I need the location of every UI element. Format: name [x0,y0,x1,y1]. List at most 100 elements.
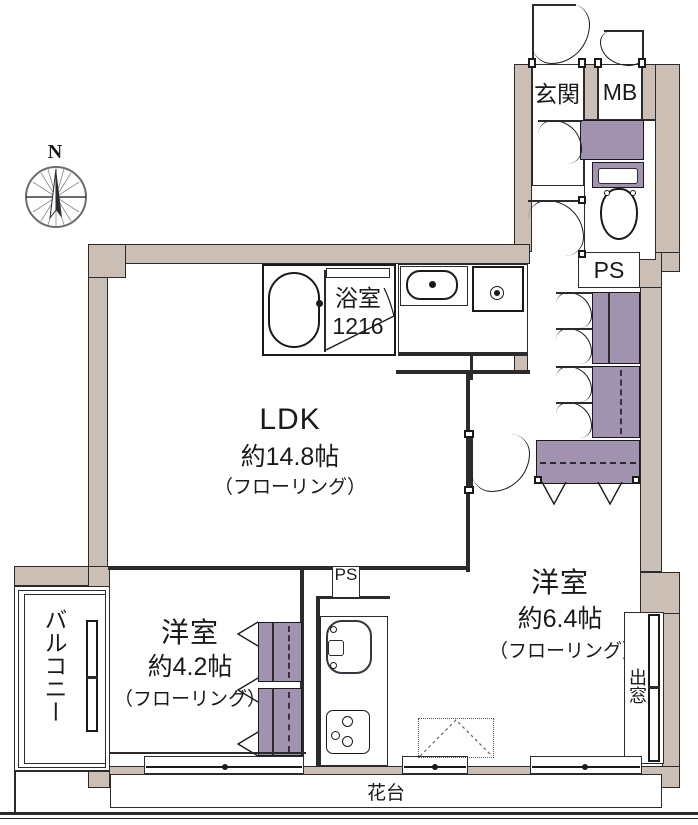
window-ldk-left-marker [222,764,228,770]
compass-rose-icon [26,167,86,227]
toilet-door-leaf [528,200,584,202]
hall-closet-lower-dash [620,370,622,434]
toilet-door-hinge [578,196,586,204]
wall-entry-right [654,64,680,264]
hall-closet-upper [592,292,640,364]
ldk-hall-door-hinge [464,430,474,438]
bedroom-left-closet-upper-divider [272,622,274,682]
entry-closet-door-leaf [538,120,582,122]
washroom-door-slider [470,356,473,380]
bathtub-drain [316,300,323,307]
ldk-hall-door-leaf [470,434,473,492]
partition-left-room-right [300,566,304,766]
bedroom-left-area: 約4.2帖 [147,653,233,681]
bedroom-left-closet-lower [258,688,302,756]
partition-ldk-top [396,370,530,374]
ldk-area-label: 約14.8帖 [240,443,340,471]
ldk-name-label: LDK [259,403,321,436]
balcony-label: バルコニー [41,608,67,723]
ldk-bottom-sill [110,752,306,754]
toilet-door-arc [528,200,584,256]
kitchen-wall-left [316,596,320,766]
meter-box-room [598,64,642,120]
washroom-bottom-edge [398,352,528,355]
bedroom-right-closet-post-r [632,476,640,484]
mb-door-threshold [604,30,644,32]
bedroom-right-area: 約6.4帖 [517,605,603,633]
bay-window-label: 出窓 [627,668,647,704]
kitchen-faucet [330,626,337,633]
hall-closet-lower-leaf1 [556,366,592,368]
bathtub [268,272,320,348]
kitchen-sink-basin [328,640,344,656]
wall-mb-left [584,64,598,120]
bedroom-right-name: 洋室 [530,567,589,598]
washing-machine-drain [490,286,504,300]
meter-box-label: MB [602,79,638,105]
bedroom-left-closet-lower-divider [272,688,274,756]
kitchen-sink-drain [330,662,337,669]
flower-stand-band [110,774,662,808]
mb-door-jamb [638,58,646,68]
bedroom-left-closet-lower-dash [288,692,290,752]
partition-ldk-bottom [300,566,470,570]
window-center-marker [432,764,438,770]
ps-lower-label-p: PS [334,565,358,584]
bedroom-right-closet-post-l [534,476,542,484]
ps-lower-room [332,566,360,598]
ldk-hall-door-arc [472,434,530,492]
bedroom-left-closet-upper-dash [288,626,290,678]
wall-right-upper [640,252,662,572]
balcony-side-line [14,772,16,814]
entry-closet [580,120,644,160]
toilet-bolt-right [630,190,636,196]
toilet-bolt-left [604,190,610,196]
bedroom-right-closet-fold-icon [541,482,623,506]
genkan-label: 玄関 [534,81,580,107]
bath-door-swing [325,287,394,351]
hall-closet-upper-arc1 [556,292,592,328]
ps-upper-label: PS [593,257,625,283]
stove-burner-3 [342,736,353,747]
hall-closet-lower [592,366,640,438]
balcony-door-mullion [86,676,98,679]
window-center-canopy-lines [419,719,493,757]
bedroom-left-floor: （フローリング） [113,689,266,710]
genkan-door-threshold [532,4,576,6]
compass-north-label: N [47,141,63,163]
toilet-tank-inner [598,168,638,184]
stove-burner-1 [342,716,353,727]
bedroom-right-floor: （フローリング） [488,641,641,662]
wall-right-lower [662,612,680,788]
compass-rose: N [14,140,96,236]
ldk-hall-door-jamb [464,486,474,494]
genkan-door-arc [532,4,590,64]
balcony-bottom-line [14,770,110,772]
toilet-bowl [600,188,638,240]
bath-door-panel [326,268,390,278]
bedroom-left-closet-fold-icon [236,621,259,757]
hall-closet-upper-leaf2 [556,328,592,330]
toilet-door-jamb [578,250,586,258]
washbasin-drain [429,281,436,288]
wall-top-main [88,244,530,264]
genkan-door-jamb [578,58,586,68]
bedroom-left-name: 洋室 [160,617,219,648]
bath-size-label: 1216 [332,313,384,339]
hall-closet-upper-arc2 [556,328,592,364]
flower-stand-baseline [0,812,698,815]
wall-left-main [88,244,108,568]
bedroom-right-closet-dash [540,462,636,464]
partition-left-room-top [108,566,308,570]
stove-burner-2 [331,731,340,740]
ps-upper-room [578,252,640,288]
genkan-door-hinge [528,58,536,68]
wall-top-notch [88,244,126,278]
hall-closet-lower-arc1 [556,366,592,402]
bedroom-left-closet-upper [258,622,302,682]
flower-stand-label: 花台 [366,783,405,804]
ldk-flooring-label: （フローリング） [213,477,366,498]
hall-closet-lower-leaf2 [556,402,592,404]
ps-lower-label: PS [332,566,360,583]
